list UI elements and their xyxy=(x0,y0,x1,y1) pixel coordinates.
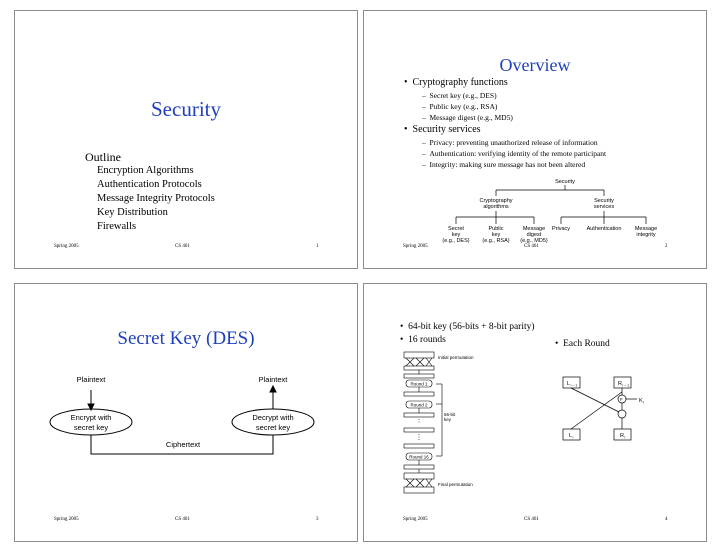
tree-leaf-public: Public xyxy=(489,226,504,232)
bullet-text: Security services xyxy=(412,124,481,135)
sub-bullet-text: Message digest (e.g., MD5) xyxy=(429,113,513,122)
footer-course: CS 461 xyxy=(175,517,190,522)
plaintext-input-label: Plaintext xyxy=(77,375,107,384)
sub-bullet: – Privacy: preventing unauthorized relea… xyxy=(422,138,598,147)
decrypt-label: secret key xyxy=(256,423,290,432)
page-number: 2 xyxy=(665,244,668,249)
key-label: 56-bit xyxy=(444,412,456,417)
page-number: 4 xyxy=(665,517,668,522)
slide-title: Security xyxy=(151,97,221,121)
outline-heading: Outline xyxy=(85,150,121,164)
footer-course: CS 461 xyxy=(524,244,539,249)
bullet: • 64-bit key (56-bits + 8-bit parity) xyxy=(400,322,535,332)
bullet: • Security services xyxy=(404,124,481,135)
bullet-text: Each Round xyxy=(563,339,610,349)
F-function-label: F xyxy=(620,397,623,402)
plaintext-output-label: Plaintext xyxy=(259,375,289,384)
tree-leaf-integrity: Message xyxy=(635,226,657,232)
sub-bullet-text: Authentication: verifying identity of th… xyxy=(429,149,607,158)
encrypt-label: Encrypt with xyxy=(71,413,112,422)
sub-bullet: – Message digest (e.g., MD5) xyxy=(422,113,513,122)
outline-item: Firewalls xyxy=(97,221,137,232)
round-1-label: Round 1 xyxy=(410,382,428,387)
tree-leaf-authentication: Authentication xyxy=(587,226,622,232)
slide-title: Overview xyxy=(499,55,571,75)
des-structure-diagram: Initial permutation Round 1 Round 2 Roun… xyxy=(403,351,474,494)
L-output-label: Li xyxy=(569,433,574,440)
outline-item: Authentication Protocols xyxy=(97,179,202,190)
tree-crypto-label: algorithms xyxy=(483,204,509,210)
sub-bullet-text: Public key (e.g., RSA) xyxy=(429,102,498,111)
outline-item: Message Integrity Protocols xyxy=(97,193,215,204)
tree-leaf-secret: key xyxy=(452,232,461,238)
outline-list: Encryption Algorithms Authentication Pro… xyxy=(97,164,215,234)
sub-bullet-text: Secret key (e.g., DES) xyxy=(429,91,497,100)
round-2-label: Round 2 xyxy=(410,403,428,408)
tree-leaf-public: (e.g., RSA) xyxy=(482,238,509,244)
tree-leaf-secret: Secret xyxy=(448,226,464,232)
tree-leaf-public: key xyxy=(492,232,501,238)
outline-item: Encryption Algorithms xyxy=(97,165,194,176)
tree-services-label: Security xyxy=(594,198,614,204)
tree-leaf-privacy: Privacy xyxy=(552,226,570,232)
tree-root: Security xyxy=(555,179,575,185)
footer-term: Spring 2005 xyxy=(54,517,79,522)
slide-title: Secret Key (DES) xyxy=(117,328,255,349)
footer-course: CS 461 xyxy=(524,517,539,522)
sub-bullet: – Public key (e.g., RSA) xyxy=(422,102,498,111)
decrypt-label: Decrypt with xyxy=(252,413,293,422)
footer-course: CS 461 xyxy=(175,244,190,249)
des-flow-diagram: Plaintext Plaintext Encrypt with secret … xyxy=(49,375,315,455)
bullet-text: 64-bit key (56-bits + 8-bit parity) xyxy=(408,322,535,332)
bullet: • Each Round xyxy=(555,339,610,349)
outline-item: Key Distribution xyxy=(97,207,168,218)
round-16-label: Round 16 xyxy=(409,455,429,460)
R-output-label: Ri xyxy=(620,433,625,440)
sub-bullet-text: Integrity: making sure message has not b… xyxy=(429,160,586,169)
tree-crypto-label: Cryptography xyxy=(479,198,512,204)
R-input-label: Ri – 1 xyxy=(618,381,629,388)
footer-term: Spring 2005 xyxy=(403,517,428,522)
ciphertext-label: Ciphertext xyxy=(166,440,201,449)
des-round-diagram: Li – 1 Ri – 1 F Ki Li Ri xyxy=(562,376,644,441)
tree-leaf-integrity: integrity xyxy=(636,232,656,238)
tree-leaf-digest: digest xyxy=(527,232,542,238)
bullet-text: Cryptography functions xyxy=(412,77,508,88)
slide-2: Overview • Cryptography functions – Secr… xyxy=(363,10,707,269)
sub-bullet-text: Privacy: preventing unauthorized release… xyxy=(429,138,598,147)
encrypt-label: secret key xyxy=(74,423,108,432)
slide-1: Security Outline Encryption Algorithms A… xyxy=(14,10,358,269)
key-label: key xyxy=(444,417,452,422)
bullet-text: 16 rounds xyxy=(408,335,446,345)
tree-services-label: services xyxy=(594,204,614,210)
page-number: 3 xyxy=(316,517,319,522)
page-number: 1 xyxy=(316,244,319,249)
footer-term: Spring 2005 xyxy=(403,244,428,249)
slide-3: Secret Key (DES) Plaintext Plaintext Enc… xyxy=(14,283,358,542)
final-permutation-label: Final permutation xyxy=(438,482,473,487)
footer-term: Spring 2005 xyxy=(54,244,79,249)
slide-4: • 64-bit key (56-bits + 8-bit parity) • … xyxy=(363,283,707,542)
tree-leaf-secret: (e.g., DES) xyxy=(442,238,469,244)
sub-bullet: – Secret key (e.g., DES) xyxy=(422,91,497,100)
sub-bullet: – Authentication: verifying identity of … xyxy=(422,149,607,158)
K-label: Ki xyxy=(639,398,644,405)
bullet: • Cryptography functions xyxy=(404,77,508,88)
tree-leaf-digest: (e.g., MD5) xyxy=(520,238,548,244)
initial-permutation-label: Initial permutation xyxy=(438,355,474,360)
L-input-label: Li – 1 xyxy=(567,381,577,388)
security-tree-diagram: Security Cryptography algorithms Securit… xyxy=(442,179,657,244)
sub-bullet: – Integrity: making sure message has not… xyxy=(422,160,586,169)
tree-leaf-digest: Message xyxy=(523,226,545,232)
bullet: • 16 rounds xyxy=(400,335,446,345)
